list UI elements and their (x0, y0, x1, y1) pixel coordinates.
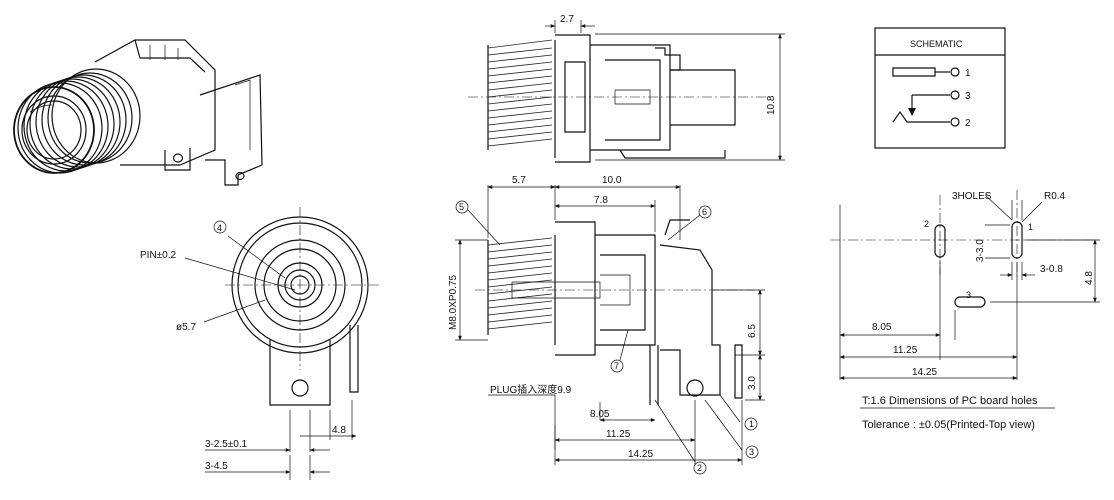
radius-label: R0.4 (1044, 191, 1066, 202)
schematic-box (874, 27, 1006, 149)
pcb-dim-4-8: 4.8 (1084, 271, 1095, 285)
pcb-dim-8-05: 8.05 (872, 322, 892, 333)
top-view (468, 20, 785, 163)
isometric-view (13, 39, 263, 186)
dim-3-0: 3.0 (747, 376, 758, 390)
pcb-tolerance-note: Tolerance : ±0.05(Printed-Top view) (862, 419, 1035, 431)
side-dim-11-25: 11.25 (606, 429, 631, 440)
schematic-pin-2: 2 (965, 118, 971, 129)
schematic-pin-1: 1 (965, 68, 971, 79)
pcb-pin-1: 1 (1028, 222, 1033, 232)
pcb-pin-2: 2 (924, 219, 929, 229)
side-dim-8-05: 8.05 (590, 409, 610, 420)
pcb-note-title: T:1.6 Dimensions of PC board holes (862, 395, 1038, 407)
diameter-label: ø5.7 (176, 322, 196, 333)
plug-depth: PLUG插入深度9.9 (490, 383, 572, 396)
pcb-dim-0-8: 3-0.8 (1040, 264, 1063, 275)
top-width-dimension: 2.7 (560, 14, 574, 25)
pcb-dim-14-25: 14.25 (912, 367, 937, 378)
pcb-dim-3-0: 3-3.0 (975, 239, 986, 262)
schematic-pin-3: 3 (965, 91, 971, 102)
slot-dimension: 3-2.5±0.1 (205, 439, 248, 450)
pcb-layout (830, 190, 1100, 409)
callout-3: 3 (749, 447, 754, 457)
height-dimension: 10.8 (766, 95, 777, 115)
pcb-pin-3: 3 (966, 290, 971, 300)
dim-10-0: 10.0 (602, 175, 622, 186)
hole-dimension: 3-4.5 (205, 461, 228, 472)
side-dim-14-25: 14.25 (628, 449, 653, 460)
holes-label: 3HOLES (952, 191, 992, 202)
front-view (184, 207, 380, 480)
callout-5: 5 (459, 202, 464, 212)
callout-7: 7 (614, 361, 619, 371)
callout-2: 2 (697, 463, 702, 473)
pin-tolerance-label: PIN±0.2 (140, 250, 176, 261)
dim-7-8: 7.8 (594, 195, 608, 206)
dim-5-7: 5.7 (512, 175, 526, 186)
thread-spec: M8.0XP0.75 (448, 275, 459, 330)
pcb-dim-11-25: 11.25 (893, 345, 918, 356)
callout-1: 1 (749, 419, 754, 429)
side-view (455, 185, 765, 475)
callout-4: 4 (217, 223, 222, 233)
schematic-title: SCHEMATIC (910, 39, 963, 49)
callout-6: 6 (702, 207, 707, 217)
dim-6-5: 6.5 (747, 324, 758, 338)
width-dimension: 4.8 (332, 425, 346, 436)
